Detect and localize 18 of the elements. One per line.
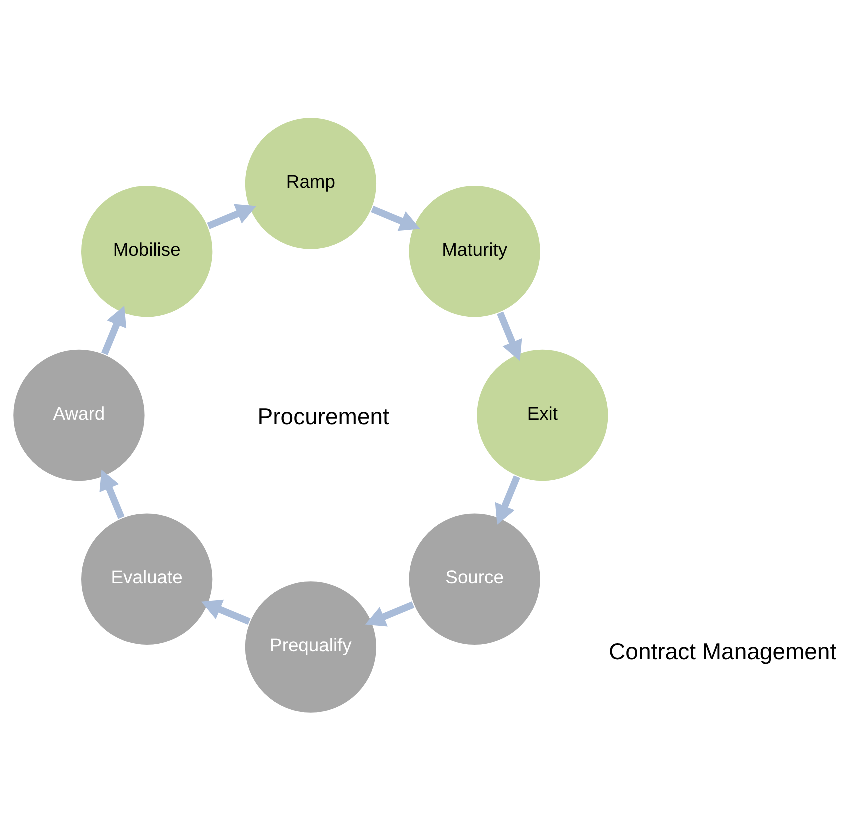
label: Contract Management	[609, 638, 837, 664]
arrow	[202, 600, 251, 625]
node-circle: Source	[408, 512, 542, 646]
node-circle: Maturity	[408, 184, 542, 318]
arrow	[365, 602, 415, 627]
arrow	[101, 306, 127, 356]
node-circle: Ramp	[244, 117, 378, 250]
node-circle: Mobilise	[80, 184, 214, 318]
node-circle: Award	[12, 348, 146, 482]
node-circle: Evaluate	[80, 512, 214, 646]
node-circle: Prequalify	[244, 580, 378, 714]
arrow	[371, 206, 420, 232]
arrow	[495, 476, 520, 525]
arrow	[100, 470, 125, 520]
label: Procurement	[258, 404, 390, 430]
arrow	[207, 204, 257, 230]
node-circle: Exit	[476, 348, 610, 482]
arrow	[497, 312, 522, 362]
